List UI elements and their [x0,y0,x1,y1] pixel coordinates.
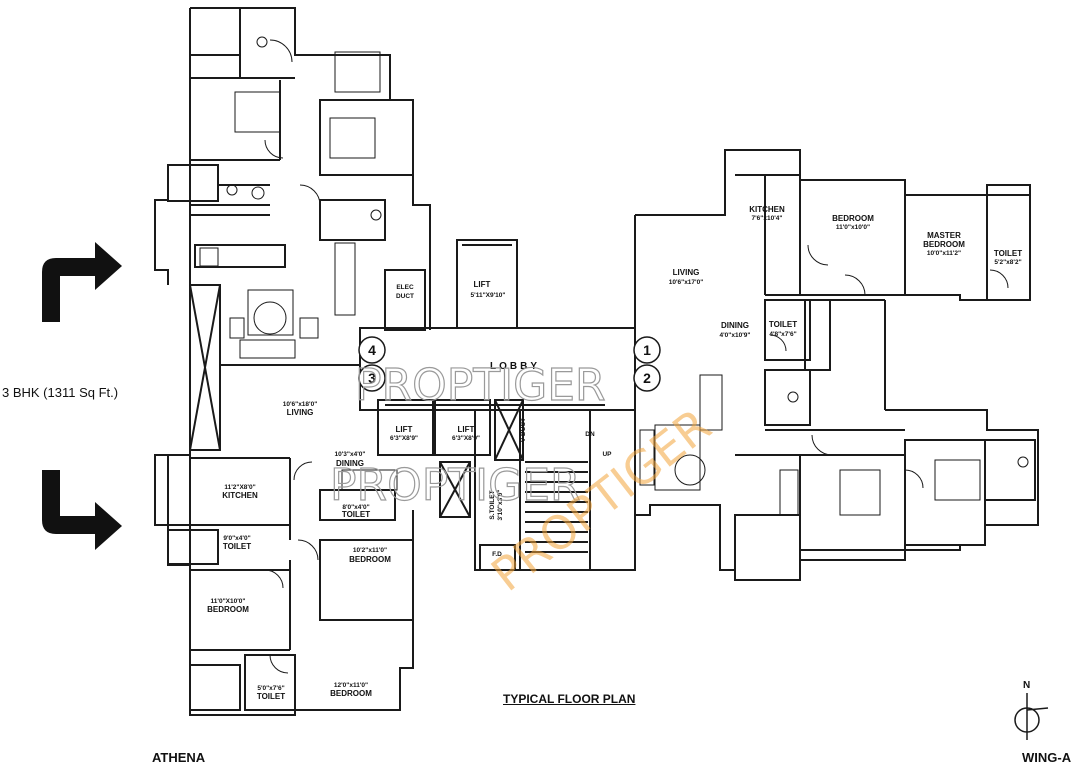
bedroom-left-1-size: 10'2"x11'0" [353,547,387,554]
lift-1-label: LIFT [396,425,413,434]
flat-number-3: 3 [368,370,376,386]
s-toilet-label: S.TOILET [489,490,496,519]
dining-left-size: 10'3"x4'0" [335,451,366,458]
dining-right-label: DINING [721,321,749,330]
entry-arrow-bottom-icon [42,470,122,550]
building-name-right: WING-A [1022,750,1072,765]
bedroom-left-3-size: 12'0"x11'0" [334,682,368,689]
bedroom-left-1-label: BEDROOM [349,555,391,564]
kitchen-left-size: 11'2"X8'0" [224,484,255,491]
flat-number-2: 2 [643,370,651,386]
s-toilet-size: 3'10"x3'0" [497,490,504,521]
toilet-left-2-size: 9'0"x4'0" [223,535,250,542]
bedroom-left-2-label: BEDROOM [207,605,249,614]
master-bedroom-label-1: MASTER [927,231,961,240]
kitchen-right-label: KITCHEN [749,205,785,214]
lift-center-label: LIFT [474,280,491,289]
watermark-text-2: PROPTIGER [330,460,581,511]
toilet-small-left-size: 8'0"x4'0" [342,504,369,511]
toilet-right-2-label: TOILET [769,320,797,329]
flat-number-4: 4 [368,342,376,358]
flat-number-1: 1 [643,342,651,358]
kitchen-right-size: 7'6"x10'4" [752,215,783,222]
toilet-left-3-size: 5'0"x7'6" [257,685,284,692]
flat-number-markers [358,336,661,392]
bedroom-right-label: BEDROOM [832,214,874,223]
lift-center-size: 5'11"X9'10" [471,292,506,299]
v-duct-label: V-DUCT [520,418,527,442]
bedroom-left-3-label: BEDROOM [330,689,372,698]
elec-duct-label-2: DUCT [396,293,414,300]
bedroom-right-size: 11'0"x10'0" [836,224,870,231]
watermark-text-1: PROPTIGER [355,360,606,411]
lift-2-label: LIFT [458,425,475,434]
living-right-size: 10'6"x17'0" [669,279,704,286]
unit-type-label: 3 BHK (1311 Sq Ft.) [2,385,119,400]
master-bedroom-label-2: BEDROOM [923,240,965,249]
lobby-label: LOBBY [490,361,540,372]
entry-arrow-top-icon [42,242,122,322]
living-right-label: LIVING [673,268,700,277]
plan-title: TYPICAL FLOOR PLAN [503,692,636,706]
dining-right-size: 4'0"x10'9" [720,332,751,339]
kitchen-left-label: KITCHEN [222,491,258,500]
elec-duct-label-1: ELEC [396,284,414,291]
living-left-label: LIVING [287,408,314,417]
living-left-size: 10'6"x18'0" [283,401,318,408]
toilet-left-3-label: TOILET [257,692,285,701]
fd-label: F.D [492,551,502,558]
lift-2-size: 6'3"X8'9" [452,435,480,442]
toilet-right-1-size: 5'2"x8'2" [994,259,1021,266]
toilet-small-left-label: TOILET [342,510,370,519]
dining-left-label: DINING [336,459,364,468]
stair-dn-label: DN [585,431,595,438]
door-swings [264,39,1009,674]
north-arrow-icon [1014,693,1049,740]
toilet-right-2-size: 4'8"x7'6" [769,331,796,338]
toilet-left-2-label: TOILET [223,542,251,551]
furniture [199,36,1029,516]
walls [154,7,1039,716]
north-label: N [1023,680,1031,691]
bedroom-left-2-size: 11'0"X10'0" [211,598,246,605]
lift-1-size: 6'3"X8'9" [390,435,418,442]
stair-up-label: UP [602,451,612,458]
master-bedroom-size: 10'0"x11'2" [927,250,961,257]
toilet-right-1-label: TOILET [994,249,1022,258]
building-name-left: ATHENA [152,750,206,765]
